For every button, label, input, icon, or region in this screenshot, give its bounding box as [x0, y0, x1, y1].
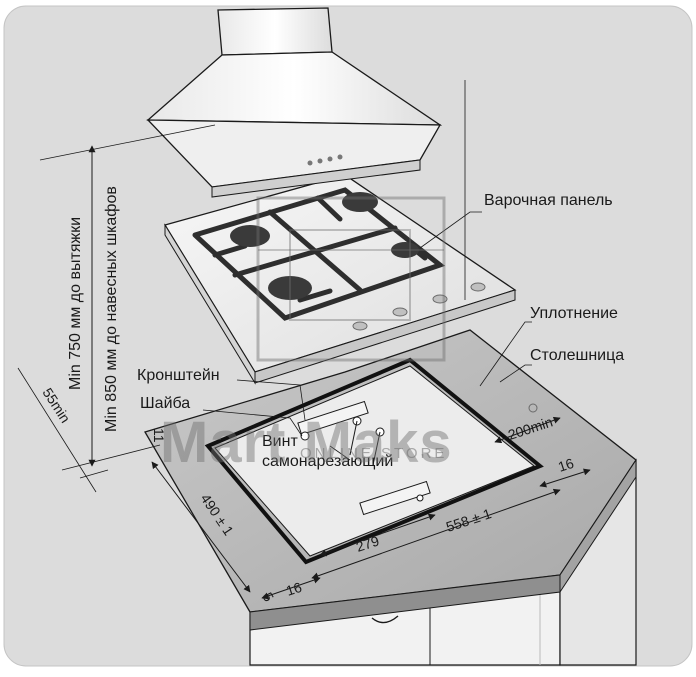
seal-label: Уплотнение: [530, 305, 618, 322]
cabinet-handle-left: [371, 615, 399, 624]
watermark-logo: Mart Maks ONLINE STORE: [160, 196, 453, 475]
screw-label-line2: самонарезающий: [262, 453, 393, 470]
front-gap-value: 16: [284, 579, 304, 599]
side-gap-value: 16: [556, 455, 576, 475]
range-hood: [146, 7, 443, 198]
leader-lines: [202, 211, 532, 461]
bracket-label: Кронштейн: [137, 367, 220, 384]
hood-buttons: [307, 154, 343, 166]
seal-gasket: [204, 357, 544, 565]
hob-label: Варочная панель: [484, 192, 613, 209]
hood-distance-label: Min 750 мм до вытяжки: [67, 217, 84, 390]
hood-distance-dimension: [39, 80, 466, 471]
cutout-depth-dimension: [151, 461, 251, 593]
control-knobs: [352, 282, 486, 331]
countertop-label: Столешница: [530, 347, 624, 364]
burner-front-left: [268, 276, 312, 300]
front-dimensions: [261, 416, 591, 600]
burner-front-right: [391, 242, 419, 258]
watermark-brand: Mart Maks: [160, 410, 453, 475]
burner-rear-left: [230, 225, 270, 247]
watermark-subtitle: ONLINE STORE: [300, 445, 447, 462]
hob-height-dimension: [17, 367, 109, 493]
half-width-value: 279: [354, 532, 381, 555]
countertop-cutout: [214, 365, 535, 557]
screw-label-line1: Винт: [262, 433, 298, 450]
burner-rear-right: [342, 192, 378, 212]
washer-label: Шайба: [140, 395, 190, 412]
depth-small-value: 11: [151, 428, 167, 443]
cabinet-distance-label: Min 850 мм до навесных шкафов: [103, 186, 120, 432]
hob: [163, 174, 517, 385]
